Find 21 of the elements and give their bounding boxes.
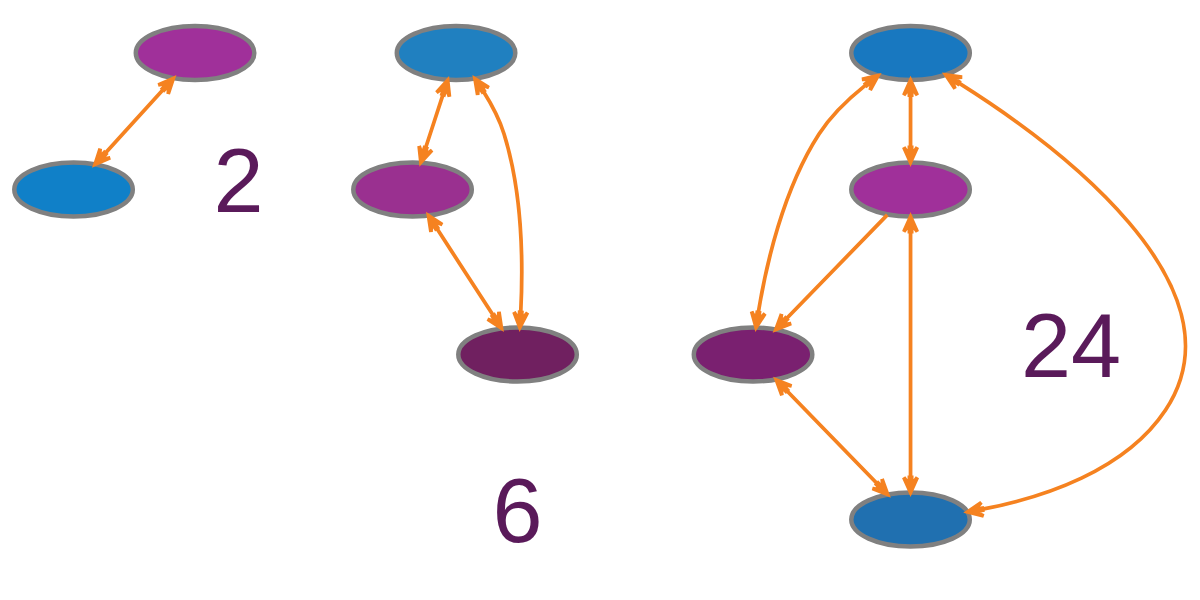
arrow (473, 76, 530, 329)
arrow (93, 76, 176, 166)
arrow (774, 377, 890, 496)
node-person (456, 324, 580, 384)
arrow (417, 77, 452, 164)
label: 6 (492, 460, 543, 561)
arrow (426, 213, 504, 330)
node-person (691, 324, 815, 384)
node-person (394, 23, 518, 82)
node-person (849, 159, 973, 219)
node-person (849, 489, 973, 549)
arrow (943, 72, 1187, 518)
arrow (774, 213, 889, 331)
label: 2 (213, 130, 264, 231)
node-person (12, 159, 136, 219)
arrow (901, 214, 920, 494)
node-person (849, 23, 973, 82)
arrow (901, 77, 920, 164)
label: 24 (1020, 295, 1122, 396)
node-person (351, 159, 475, 219)
node-person (133, 23, 257, 82)
